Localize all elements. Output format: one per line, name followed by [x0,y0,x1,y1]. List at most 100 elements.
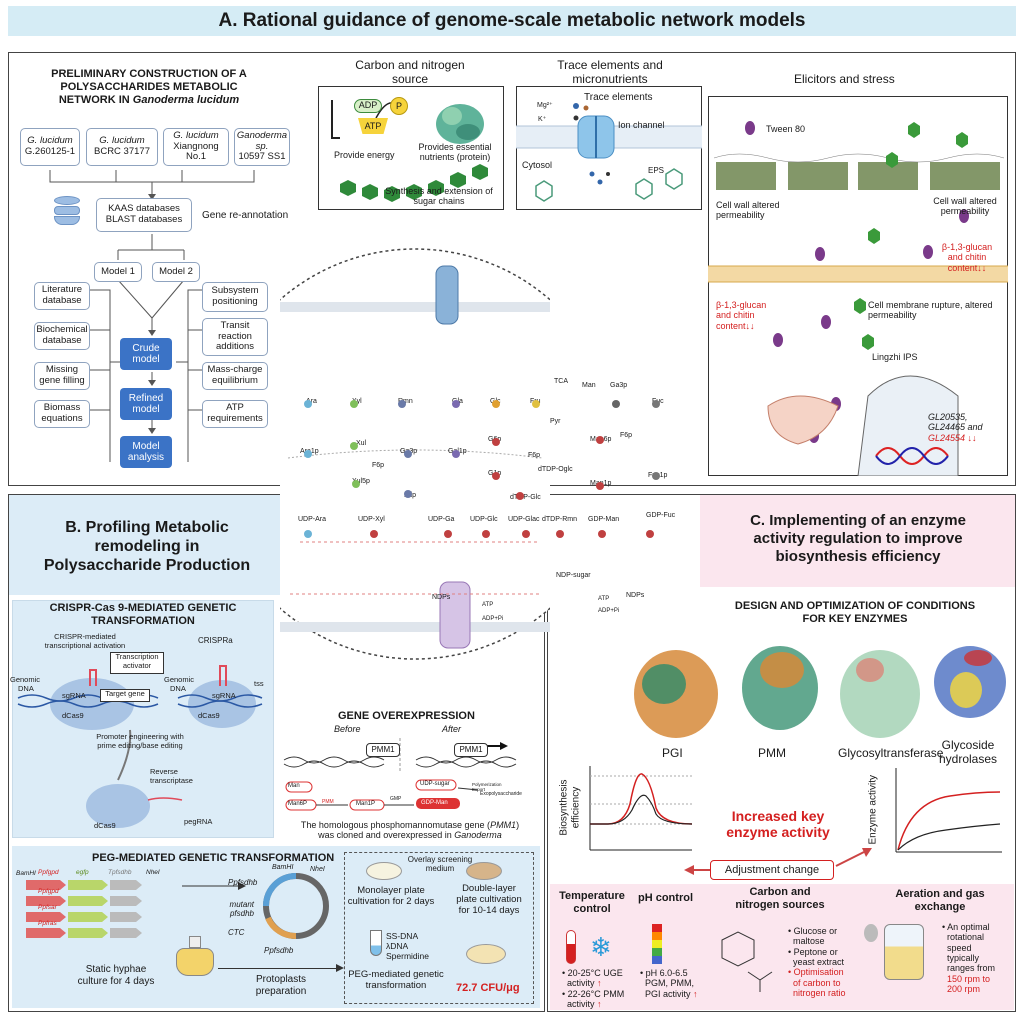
elicitors-title: Elicitors and stress [794,72,895,86]
met-dtdp-rmn: dTDP-Rmn [542,516,578,523]
construct-ppfgpd: Ppfgpd [38,869,59,876]
met-xul5p: Xul5p [352,478,370,485]
adjustment-arrows [684,848,872,875]
missing-gene-box: Missing gene filling [34,362,90,390]
mass-charge-box: Mass-charge equilibrium [202,362,268,390]
protoplast-arrow-head [336,964,344,972]
pmm-pathway-art [285,779,479,811]
protoplast-arrow [218,968,338,969]
met-ndp-sugar: NDP-sugar [556,572,591,579]
met-adp-right: ADP+Pi [598,608,620,614]
trace-elements-label: Trace elements [584,92,653,103]
screening-box [344,852,534,1004]
ion-channel-label: Ion channel [618,120,665,130]
met-ga3p-top: Ga3p [610,382,628,389]
met-udp-glac: UDP-Glac [508,516,540,523]
monolayer-plate-icon [366,862,402,880]
database-icon [54,196,80,228]
enzyme-pgi-label: PGI [662,746,683,760]
mg-label: Mg²⁺ [537,102,553,109]
met-udp-ga: UDP-Ga [428,516,455,523]
gene-reannotation-label: Gene re-annotation [202,210,289,221]
carbon-source-art [331,100,488,202]
met-f6p: F6p [528,452,541,459]
met-ndps-right: NDPs [626,592,645,599]
conditions-box [550,884,1014,1010]
before-label: Before [334,724,361,734]
phosphate-badge: P [390,97,408,115]
tween-label: Tween 80 [766,124,806,134]
pmm1-box-before: PMM1 [366,743,400,757]
met-udp-xyl: UDP-Xyl [358,516,385,523]
strain-box-4: Ganoderma sp.10597 SS1 [234,128,290,166]
construct-nhei: NheI [146,869,160,876]
met-dtdp-glc: dTDP-Glc [510,494,541,501]
met-f6p-left: F6p [372,462,385,469]
refined-model-box: Refined model [120,388,172,420]
met-rmn: Rmn [398,398,413,405]
pathway-exopolysaccharide: Exopolysaccharide [480,791,522,797]
construct-connectors [49,170,255,462]
ph-title: pH control [638,892,693,904]
pathway-gdp-man: GDP-Man [421,800,448,806]
provide-energy-label: Provide energy [334,150,395,160]
pmm1-box-after: PMM1 [454,743,488,757]
pathway-udp-sugar: UDP-sugar [420,781,450,787]
molecule-art [721,931,773,992]
transit-reaction-box: Transit reaction additions [202,318,268,356]
crispra-label: CRISPRa [198,636,233,645]
dcas9-label-3: dCas9 [94,821,116,830]
atp-badge: ATP [358,118,388,134]
lingzhi-label: Lingzhi IPS [872,352,918,362]
k-label: K⁺ [538,116,547,123]
overexpression-desc: The homologous phosphomannomutase gene (… [300,820,520,841]
literature-database-box: Literature database [34,282,90,310]
met-man: Man [582,382,596,389]
construct-ppfsar: Ppfsar [38,904,57,911]
plasmid-pfsdhb-2: Ppfsdhb [264,946,294,955]
pathway-gmp: GMP [390,796,402,802]
enzyme-activity-curve [895,768,1002,853]
met-atp-left: ATP [482,602,494,608]
met-dtdp-oglc: dTDP-Oglc [538,466,573,473]
adjustment-badge: Adjustment change [710,860,834,880]
panel-c-header [700,495,1015,587]
met-ara: Ara [306,398,317,405]
plasmid-bamhi: BamHI [272,864,294,871]
sgrna-label: sgRNA [62,691,86,700]
aeration-items: • An optimal rotational speed typically … [942,922,996,995]
met-udp-ara: UDP-Ara [298,516,327,523]
peg-title: PEG-MEDIATED GENETIC TRANSFORMATION [92,852,335,864]
page-title: A. Rational guidance of genome-scale met… [8,6,1016,36]
enzyme-pmm-label: PMM [758,746,786,760]
sgrna-label-2: sgRNA [212,691,236,700]
plasmid-pfsdhb: Ppfsdhb [228,878,258,887]
plasmid-art [182,873,329,940]
adp-badge: ADP [354,99,382,113]
pegrna-label: pegRNA [184,817,213,826]
pathway-pmm: PMM [322,799,334,805]
dcas9-label: dCas9 [62,711,84,720]
